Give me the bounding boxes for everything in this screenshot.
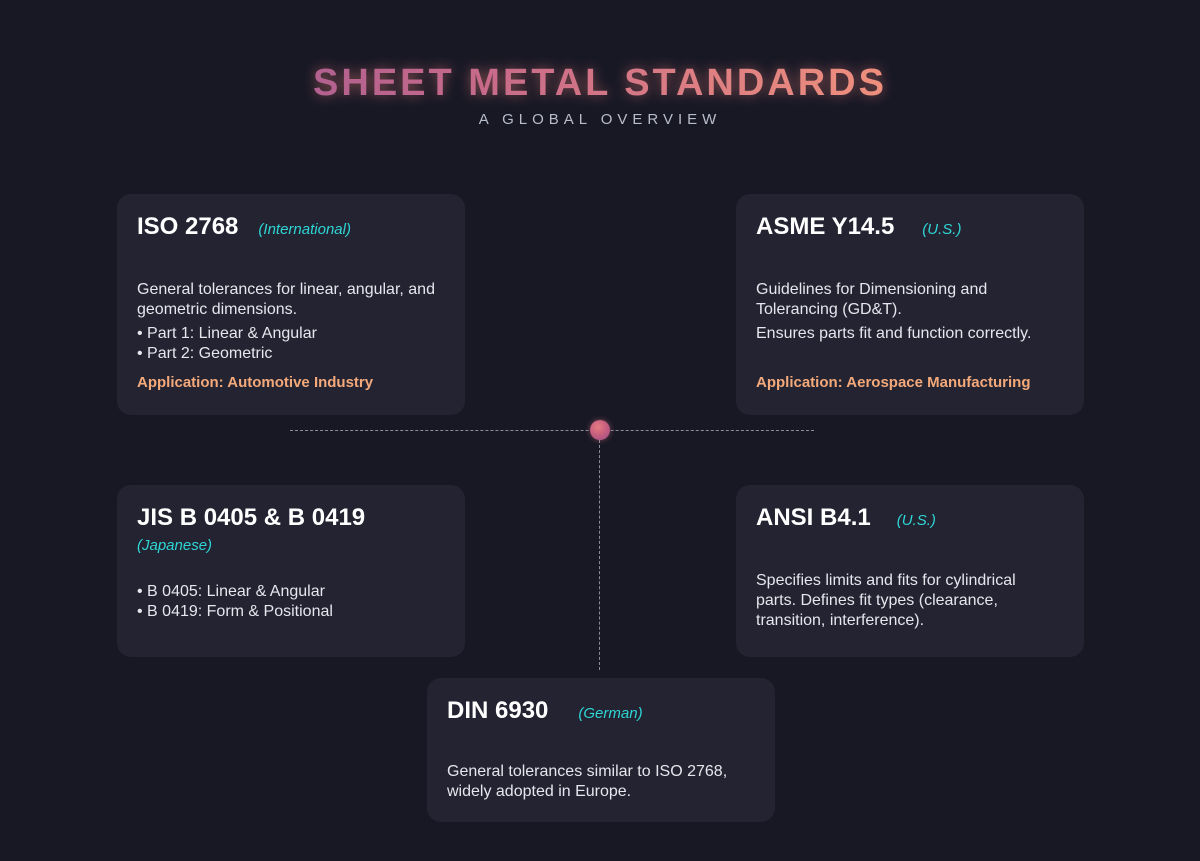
bullet-item: • Part 1: Linear & Angular [137, 325, 317, 342]
card-region: (Japanese) [137, 537, 213, 554]
card-title: ASME Y14.5 [756, 213, 895, 240]
connector-hub-dot-icon [590, 420, 610, 440]
page-title: SHEET METAL STANDARDS [0, 60, 1200, 106]
bullet-item: • Part 2: Geometric [137, 345, 273, 362]
card-description: General tolerances for linear, angular, … [137, 281, 435, 318]
card-title: ISO 2768 [137, 213, 239, 240]
card-description: Guidelines for Dimensioning and Toleranc… [756, 281, 988, 318]
card-jis-b0405-b0419: JIS B 0405 & B 0419 (Japanese) • B 0405:… [117, 485, 465, 657]
card-bullet-list: • Part 1: Linear & Angular • Part 2: Geo… [137, 324, 445, 364]
card-bullet-list: • B 0405: Linear & Angular • B 0419: For… [137, 582, 445, 622]
card-application: Application: Aerospace Manufacturing [756, 374, 1031, 391]
card-application: Application: Automotive Industry [137, 374, 374, 391]
card-title: JIS B 0405 & B 0419 [137, 504, 366, 531]
card-description: General tolerances similar to ISO 2768, … [447, 763, 728, 800]
card-header: DIN 6930 (German) [447, 696, 755, 726]
card-header: ASME Y14.5 (U.S.) [756, 212, 1064, 242]
card-region: (U.S.) [896, 512, 936, 529]
card-description-secondary: Ensures parts fit and function correctly… [756, 325, 1032, 342]
horizontal-connector-line [290, 430, 814, 431]
card-title: DIN 6930 [447, 697, 549, 724]
card-ansi-b4-1: ANSI B4.1 (U.S.) Specifies limits and fi… [736, 485, 1084, 657]
bullet-item: • B 0419: Form & Positional [137, 603, 333, 620]
card-din-6930: DIN 6930 (German) General tolerances sim… [427, 678, 775, 822]
vertical-connector-line [599, 440, 600, 670]
card-region: (U.S.) [922, 221, 962, 238]
card-asme-y14-5: ASME Y14.5 (U.S.) Guidelines for Dimensi… [736, 194, 1084, 415]
bullet-item: • B 0405: Linear & Angular [137, 583, 325, 600]
card-iso-2768: ISO 2768 (International) General toleran… [117, 194, 465, 415]
card-region: (International) [258, 221, 351, 238]
page-subtitle: A GLOBAL OVERVIEW [478, 111, 722, 128]
card-header: ISO 2768 (International) [137, 212, 445, 242]
card-header: ANSI B4.1 (U.S.) [756, 503, 1064, 533]
card-region: (German) [578, 705, 643, 722]
card-title: ANSI B4.1 [756, 504, 871, 531]
card-description: Specifies limits and fits for cylindrica… [756, 572, 1016, 629]
